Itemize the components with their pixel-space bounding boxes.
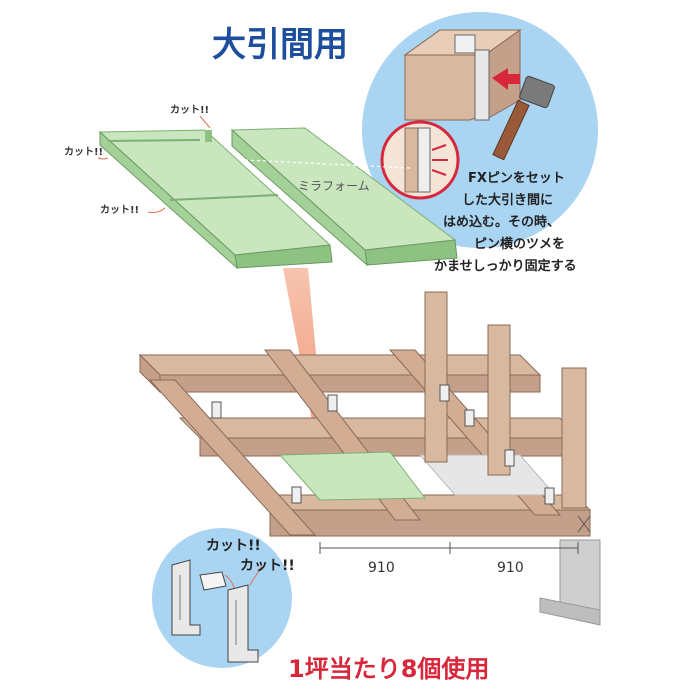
instruction-line: ピン横のツメを xyxy=(474,236,565,252)
title: 大引間用 xyxy=(212,25,348,65)
product-label: ミラフォーム xyxy=(298,179,370,193)
cut-label: カット!! xyxy=(64,146,103,158)
foam-boards: ミラフォーム xyxy=(98,127,458,270)
detail-circle-bottom xyxy=(152,528,292,668)
dimension-label: 910 xyxy=(368,560,395,576)
instruction-line: FXピンをセット xyxy=(468,171,565,186)
cut-labels-foam: カット!! カット!! カット!! xyxy=(64,104,211,216)
instruction-text: FXピンをセット した大引き間に はめ込む。その時、 ピン横のツメを かませしっ… xyxy=(434,171,577,274)
instruction-line: かませしっかり固定する xyxy=(434,258,577,274)
footer-usage: 1坪当たり8個使用 xyxy=(288,655,489,683)
floor-framing xyxy=(138,291,601,626)
cut-label: カット!! xyxy=(100,204,139,216)
dimension-label: 910 xyxy=(497,560,524,576)
instruction-line: はめ込む。その時、 xyxy=(443,214,560,230)
cut-label: カット!! xyxy=(170,104,209,116)
cut-label: カット!! xyxy=(240,558,295,574)
dimension-lines: 910 910 xyxy=(319,542,579,576)
cut-label: カット!! xyxy=(206,538,261,554)
instruction-line: した大引き間に xyxy=(462,192,553,208)
detail-circle-top xyxy=(362,12,598,248)
